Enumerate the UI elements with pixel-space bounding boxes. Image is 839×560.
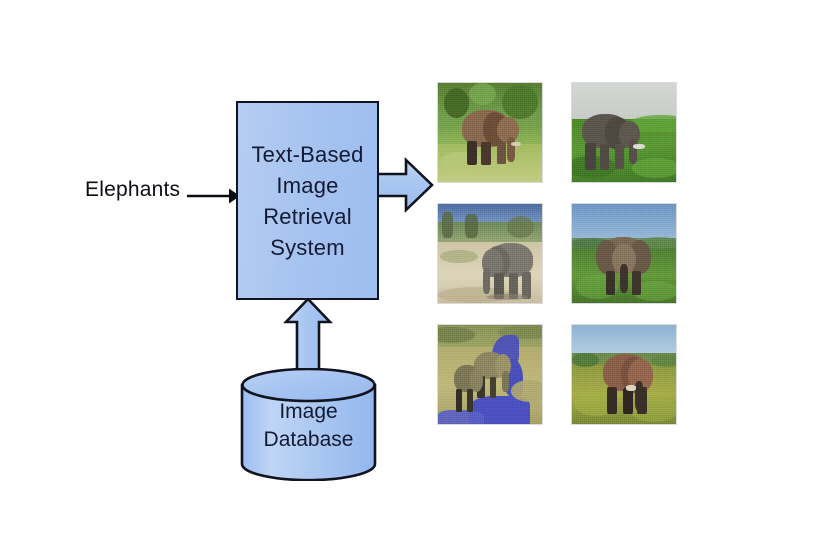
results-grid	[437, 82, 678, 426]
database-cylinder[interactable]	[240, 368, 377, 481]
system-box-line-1: Text-Based	[251, 141, 364, 167]
query-label: Elephants	[85, 178, 181, 201]
result-thumbnail-3[interactable]	[437, 203, 543, 304]
result-thumbnail-2[interactable]	[571, 82, 677, 183]
database-to-system-arrow	[283, 297, 334, 374]
result-thumbnail-4[interactable]	[571, 203, 677, 304]
system-box[interactable]: Text-Based Image Retrieval System	[236, 101, 379, 300]
system-box-line-2: Image	[276, 172, 339, 198]
result-thumbnail-6[interactable]	[571, 324, 677, 425]
system-to-results-arrow	[373, 156, 434, 214]
system-box-line-3: Retrieval	[263, 203, 352, 229]
system-box-line-4: System	[270, 234, 345, 260]
result-thumbnail-5[interactable]	[437, 324, 543, 425]
result-thumbnail-1[interactable]	[437, 82, 543, 183]
query-input-arrow	[187, 188, 240, 204]
